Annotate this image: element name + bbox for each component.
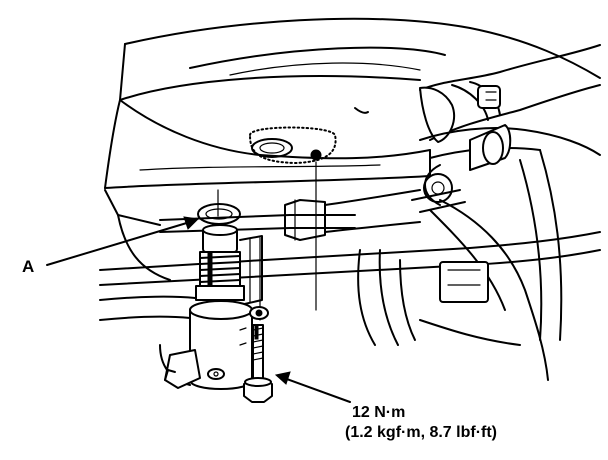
valve-port	[248, 126, 337, 165]
callout-a-leader	[46, 216, 200, 266]
torque-spec-conversions: (1.2 kgf·m, 8.7 lbf·ft)	[345, 424, 497, 441]
hose-assembly	[419, 44, 601, 143]
frame-rails	[99, 189, 601, 346]
part-a-label: A	[22, 257, 34, 276]
solenoid-valve-icon	[164, 224, 253, 390]
right-bracket	[411, 124, 601, 381]
engine-housing	[104, 17, 601, 189]
bolt-icon	[243, 306, 273, 403]
torque-spec-primary: 12 N·m	[352, 404, 405, 421]
o-ring-icon	[197, 203, 241, 225]
torque-callout-leader	[274, 371, 351, 403]
